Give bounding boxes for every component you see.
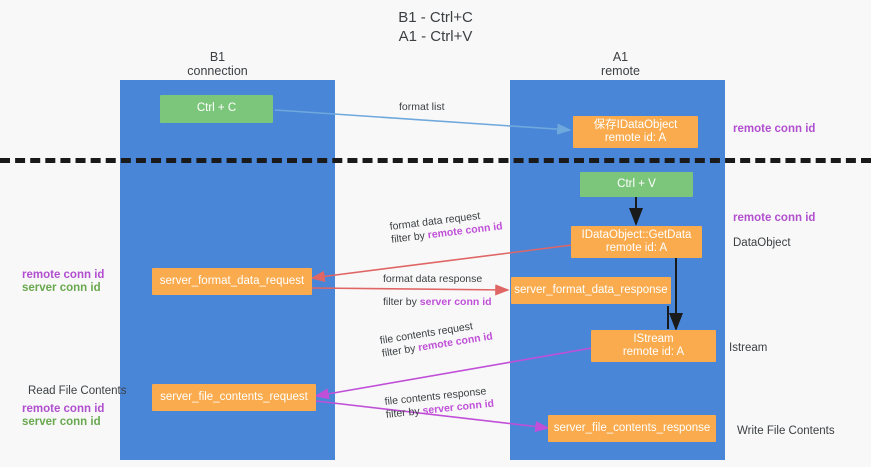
- phase-divider: [0, 158, 871, 163]
- annotation-istream: Istream: [729, 342, 768, 354]
- box-ctrl-v-label: Ctrl + V: [617, 177, 656, 190]
- filter-prefix: filter by: [383, 296, 420, 308]
- lane-header-a1-role: remote: [601, 64, 640, 78]
- lane-header-b1: B1 connection: [150, 50, 285, 78]
- box-server-file-contents-response-label: server_file_contents_response: [553, 421, 711, 434]
- annotation-remote-conn-id-top: remote conn id: [733, 123, 816, 135]
- lane-header-a1: A1 remote: [553, 50, 688, 78]
- box-idataobject-getdata-line1: IDataObject::GetData: [581, 228, 692, 241]
- annotation-left-remote-conn-id-2: remote conn id: [22, 403, 105, 415]
- lane-header-b1-name: B1: [209, 50, 226, 64]
- box-istream[interactable]: IStream remote id: A: [591, 330, 716, 362]
- box-idataobject-getdata-line2: remote id: A: [605, 242, 668, 254]
- box-server-format-data-request[interactable]: server_format_data_request: [152, 268, 312, 295]
- title-line-1: B1 - Ctrl+C: [398, 9, 473, 26]
- filter-prefix: filter by: [385, 405, 424, 421]
- box-istream-line2: remote id: A: [622, 346, 685, 358]
- annotation-left-remote-conn-id: remote conn id: [22, 269, 105, 281]
- box-idataobject-getdata[interactable]: IDataObject::GetData remote id: A: [571, 226, 702, 258]
- box-server-file-contents-request-label: server_file_contents_request: [160, 390, 308, 403]
- box-server-format-data-request-label: server_format_data_request: [159, 274, 305, 287]
- filter-key: server conn id: [419, 296, 492, 308]
- box-ctrl-c-label: Ctrl + C: [196, 102, 237, 115]
- edge-label-format-data-response-filter: filter by server conn id: [383, 296, 492, 309]
- annotation-read-file-contents: Read File Contents: [28, 385, 127, 397]
- box-istream-line1: IStream: [633, 332, 674, 345]
- edge-label-format-data-response-text: format data response: [383, 273, 483, 285]
- annotation-left-server-conn-id: server conn id: [22, 282, 101, 294]
- edge-label-format-data-response: format data response filter by server co…: [383, 273, 492, 309]
- page-title: B1 - Ctrl+C A1 - Ctrl+V: [0, 8, 871, 46]
- edge-label-file-contents-response: file contents response filter by server …: [384, 385, 495, 422]
- box-dataobject-store-line2: remote id: A: [604, 132, 667, 144]
- box-dataobject-store-line1: 保存IDataObject: [593, 118, 678, 131]
- lane-header-b1-role: connection: [187, 64, 248, 78]
- box-dataobject-store[interactable]: 保存IDataObject remote id: A: [573, 116, 698, 148]
- box-server-file-contents-response[interactable]: server_file_contents_response: [548, 415, 716, 442]
- edge-label-format-list-text: format list: [399, 101, 445, 113]
- annotation-left-server-conn-id-2: server conn id: [22, 416, 101, 428]
- edge-label-format-data-request: format data request filter by remote con…: [389, 207, 503, 246]
- box-server-format-data-response-label: server_format_data_response: [514, 283, 668, 296]
- box-ctrl-c[interactable]: Ctrl + C: [160, 95, 273, 123]
- box-server-file-contents-request[interactable]: server_file_contents_request: [152, 384, 316, 411]
- lane-header-a1-name: A1: [612, 50, 629, 64]
- annotation-remote-conn-id-mid: remote conn id: [733, 212, 816, 224]
- edge-label-format-list: format list: [399, 101, 445, 114]
- box-server-format-data-response[interactable]: server_format_data_response: [511, 277, 671, 304]
- annotation-write-file-contents: Write File Contents: [737, 425, 835, 437]
- annotation-data-object: DataObject: [733, 237, 791, 249]
- title-line-2: A1 - Ctrl+V: [398, 28, 473, 45]
- edge-label-file-contents-request: file contents request filter by remote c…: [379, 317, 494, 360]
- box-ctrl-v[interactable]: Ctrl + V: [580, 172, 693, 197]
